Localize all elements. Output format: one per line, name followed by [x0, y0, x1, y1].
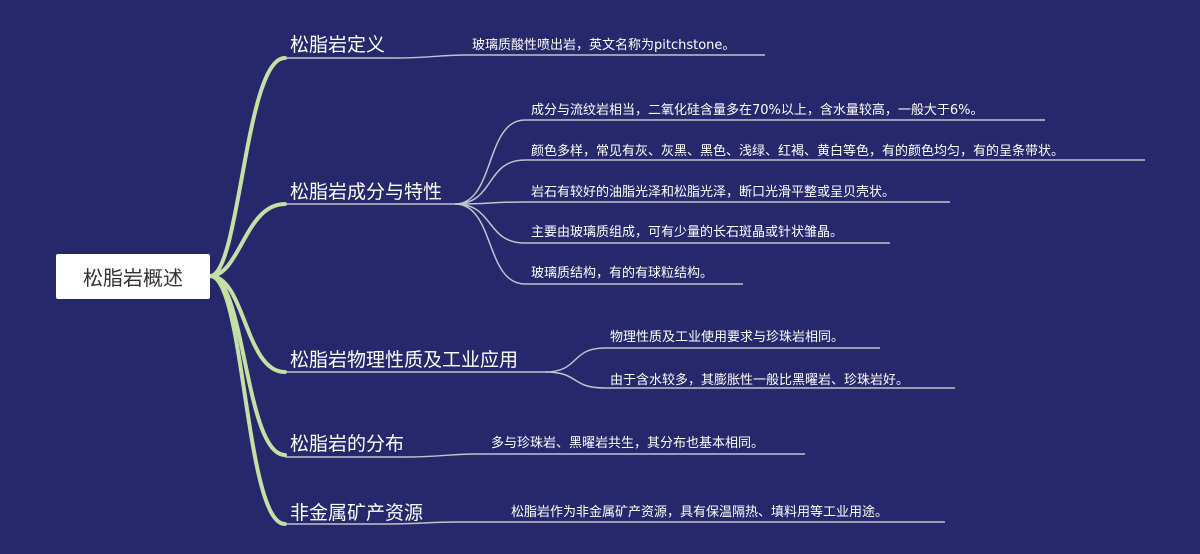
- leaf-physical-2[interactable]: 由于含水较多，其膨胀性一般比黑曜岩、珍珠岩好。: [610, 373, 910, 388]
- leaf-composition-4[interactable]: 主要由玻璃质组成，可有少量的长石斑晶或针状雏晶。: [531, 225, 844, 240]
- topic-nonmetal-resource[interactable]: 非金属矿产资源: [290, 502, 424, 524]
- root-label: 松脂岩概述: [83, 266, 183, 290]
- topic-composition[interactable]: 松脂岩成分与特性: [290, 181, 443, 203]
- leaf-composition-2[interactable]: 颜色多样，常见有灰、灰黑、黑色、浅绿、红褐、黄白等色，有的颜色均匀，有的呈条带状…: [531, 144, 1065, 159]
- topic-definition[interactable]: 松脂岩定义: [290, 34, 386, 56]
- root-node[interactable]: 松脂岩概述: [56, 254, 210, 299]
- leaf-distribution-1[interactable]: 多与珍珠岩、黑曜岩共生，其分布也基本相同。: [491, 436, 765, 451]
- leaf-nonmetal-1[interactable]: 松脂岩作为非金属矿产资源，具有保温隔热、填料用等工业用途。: [511, 505, 889, 520]
- leaf-physical-1[interactable]: 物理性质及工业使用要求与珍珠岩相同。: [610, 330, 845, 345]
- leaf-composition-3[interactable]: 岩石有较好的油脂光泽和松脂光泽，断口光滑平整或呈贝壳状。: [531, 185, 896, 200]
- topic-physical-industrial[interactable]: 松脂岩物理性质及工业应用: [290, 349, 519, 371]
- leaf-composition-1[interactable]: 成分与流纹岩相当，二氧化硅含量多在70%以上，含水量较高，一般大于6%。: [531, 103, 984, 118]
- leaf-composition-5[interactable]: 玻璃质结构，有的有球粒结构。: [531, 266, 714, 281]
- leaf-definition-1[interactable]: 玻璃质酸性喷出岩，英文名称为pitchstone。: [472, 38, 736, 53]
- topic-distribution[interactable]: 松脂岩的分布: [290, 433, 405, 455]
